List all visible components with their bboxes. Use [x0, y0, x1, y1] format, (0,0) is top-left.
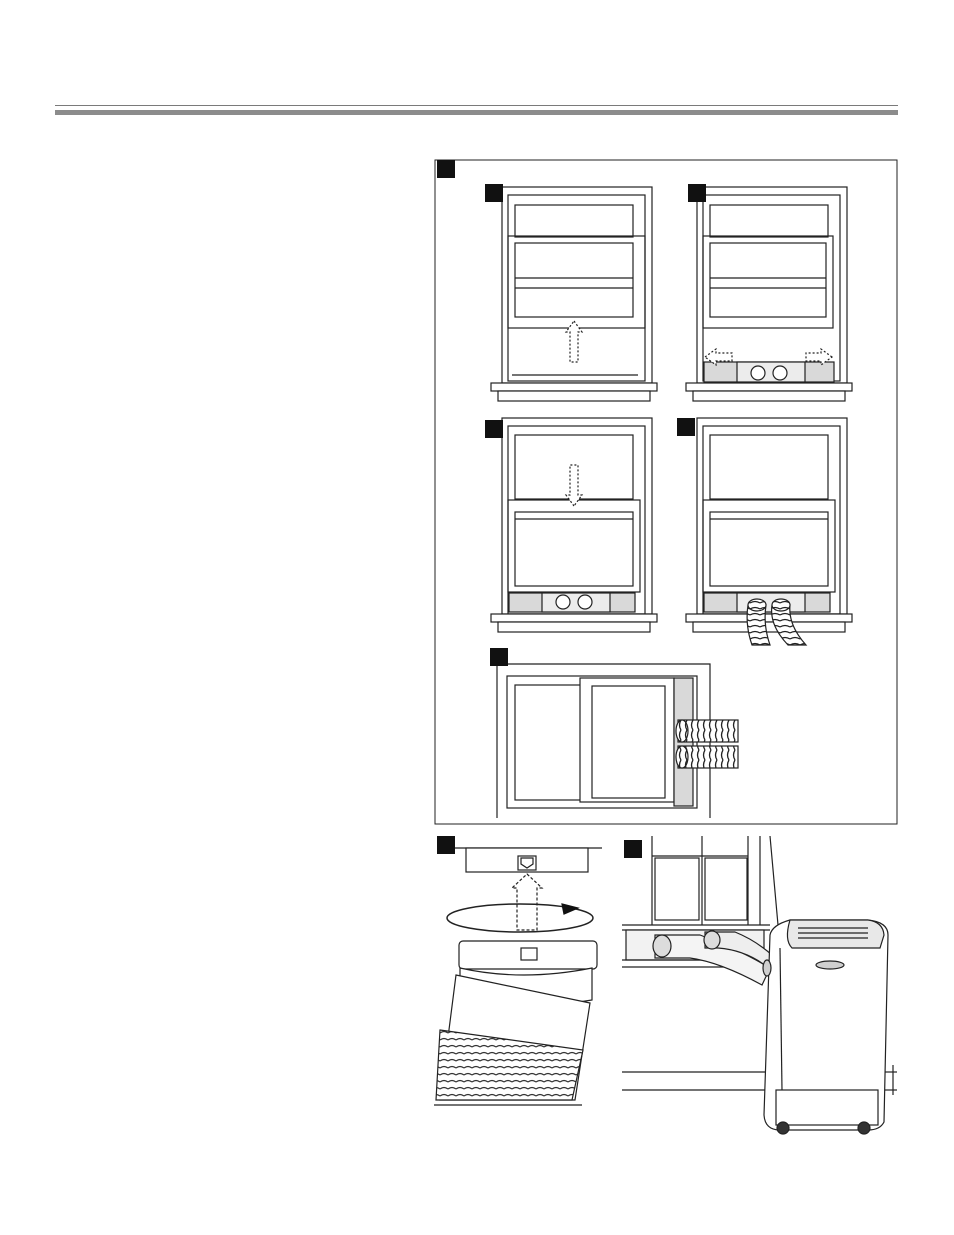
- step-4-marker: [677, 418, 695, 436]
- step-1-window: [485, 184, 657, 401]
- step-3-window: [485, 418, 657, 632]
- step-2-marker: [688, 184, 706, 202]
- step-5-marker: [490, 648, 508, 666]
- step-2-window: [686, 184, 852, 401]
- figure-marker: [437, 160, 455, 178]
- step-1-marker: [485, 184, 503, 202]
- step-5-sliding-window: [490, 648, 738, 818]
- step-3-marker: [485, 420, 503, 438]
- portable-unit-figure: [622, 836, 897, 1134]
- hose-adapter-marker: [437, 836, 455, 854]
- portable-unit-marker: [624, 840, 642, 858]
- hose-adapter-figure: [434, 836, 602, 1105]
- step-4-window: [677, 418, 852, 645]
